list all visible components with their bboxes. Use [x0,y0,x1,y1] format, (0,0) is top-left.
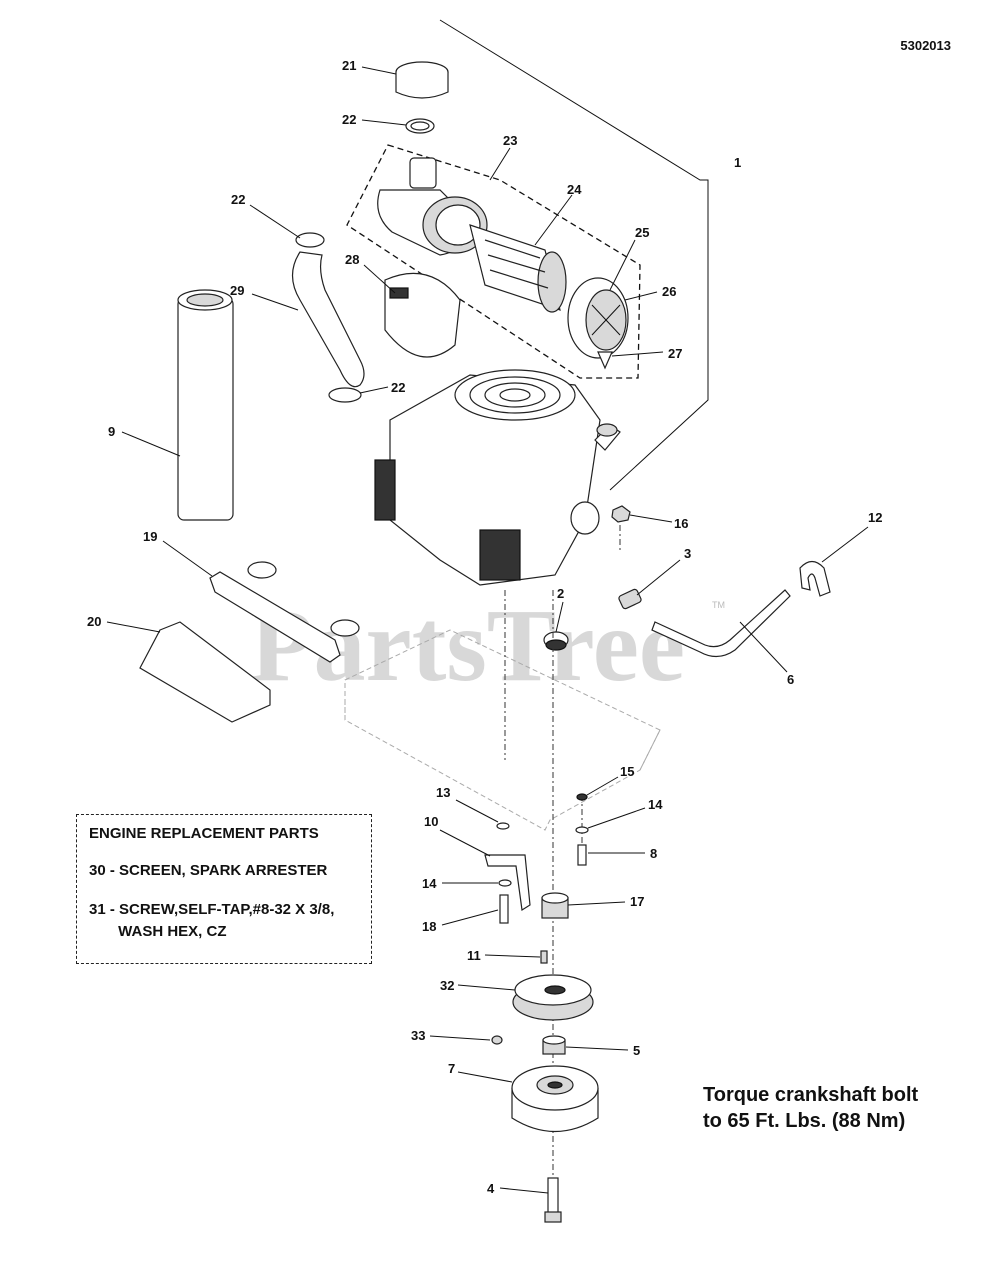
callout-32: 32 [440,978,454,993]
engine [374,369,621,586]
callout-22-bottom: 22 [391,380,405,395]
washer-14-left [498,879,512,887]
bolt-18 [499,894,509,924]
callout-15: 15 [620,764,634,779]
callout-9: 9 [108,424,115,439]
bolt-8 [577,844,587,866]
washer-13 [496,822,510,830]
bushing-2 [543,631,569,651]
air-cleaner-kit-outline [346,144,641,379]
callout-14-left: 14 [422,876,437,891]
muffler [177,289,234,521]
tube-6 [651,589,791,658]
callout-14-right: 14 [648,797,663,812]
air-cleaner-end-cap [567,277,629,370]
watermark-trademark: TM [712,600,725,610]
callout-10: 10 [424,814,438,829]
callout-6: 6 [787,672,794,687]
engine-callout-bracket [439,19,709,491]
hose-clamp-left [295,232,325,248]
callout-1: 1 [734,155,741,170]
callout-29: 29 [230,283,244,298]
callout-8: 8 [650,846,657,861]
washer-14-right [575,826,589,834]
torque-note-line1: Torque crankshaft bolt [703,1084,919,1106]
air-filter-element [469,224,567,313]
deck-plate-ghost [344,629,661,831]
clip-12 [799,560,831,597]
callout-13: 13 [436,785,450,800]
air-cleaner-housing [377,157,488,256]
heat-shield [384,272,461,358]
bracket-10 [484,854,531,912]
torque-note: Torque crankshaft bolt to 65 Ft. Lbs. (8… [703,1082,918,1134]
callout-20: 20 [87,614,101,629]
replacement-parts-title: ENGINE REPLACEMENT PARTS [89,825,319,842]
callout-4: 4 [487,1181,495,1196]
torque-note-line2: to 65 Ft. Lbs. (88 Nm) [703,1110,906,1132]
callout-7: 7 [448,1061,455,1076]
replacement-item-30: 30 - SCREEN, SPARK ARRESTER [89,862,328,879]
callout-28: 28 [345,252,359,267]
hose-clamp-upper [405,118,435,134]
callout-25: 25 [635,225,649,240]
engine-replacement-parts-box: ENGINE REPLACEMENT PARTS 30 - SCREEN, SP… [76,814,372,964]
callout-26: 26 [662,284,676,299]
callout-22-top: 22 [342,112,356,127]
callout-27: 27 [668,346,682,361]
callout-23: 23 [503,133,517,148]
callout-3: 3 [684,546,691,561]
callout-19: 19 [143,529,157,544]
callout-11: 11 [467,948,481,963]
exhaust-pipe [209,561,360,663]
intake-hose [291,251,365,388]
bolt-4 [544,1177,562,1223]
drawing-number: 5302013 [900,38,951,53]
replacement-item-31-line1: 31 - SCREW,SELF-TAP,#8-32 X 3/8, [89,901,335,918]
callout-16: 16 [674,516,688,531]
callout-18: 18 [422,919,436,934]
leader-lines [106,66,869,1194]
callout-22-left: 22 [231,192,245,207]
callout-21: 21 [342,58,356,73]
pulley-32 [512,974,594,1021]
callout-17: 17 [630,894,644,909]
callout-5: 5 [633,1043,640,1058]
muffler-bracket [139,621,271,723]
spacer-17 [541,892,569,919]
spacer-5 [542,1035,566,1055]
callout-12: 12 [868,510,882,525]
callout-33: 33 [411,1028,425,1043]
washer-15 [576,793,588,801]
screw-33 [491,1035,503,1045]
pto-clutch-7 [511,1065,599,1133]
hose-clamp-lower [328,387,362,403]
replacement-item-31-line2: WASH HEX, CZ [89,923,227,940]
fitting-3 [618,588,642,610]
callout-24: 24 [567,182,582,197]
nut-16 [611,505,631,523]
key-11 [540,950,548,964]
callout-labels: 1 2 3 4 5 6 7 8 9 10 11 12 13 14 14 15 1… [87,58,882,1196]
air-cleaner-cap [395,61,449,99]
callout-2: 2 [557,586,564,601]
